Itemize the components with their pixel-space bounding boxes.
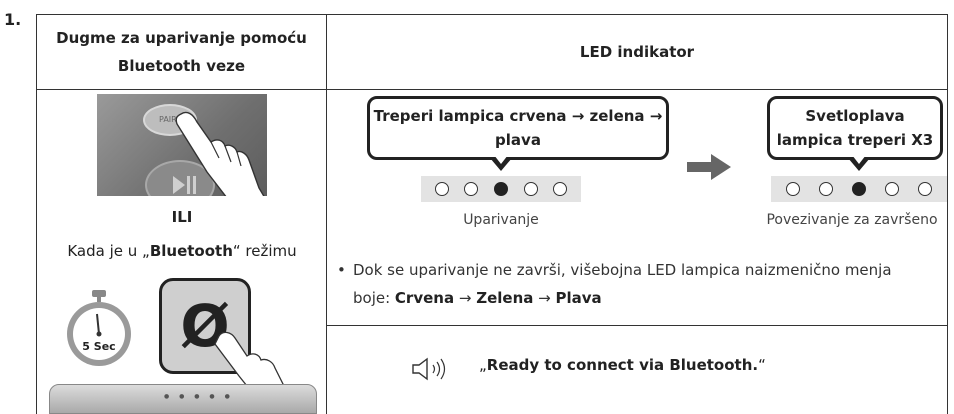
step-number: 1. — [4, 10, 22, 29]
voice-guide-text: „Ready to connect via Bluetooth.“ — [479, 356, 766, 374]
soundbar-image: ● ● ● ● ● — [49, 384, 317, 414]
callout-pairing-tail — [490, 155, 512, 171]
voice-guide-panel: „Ready to connect via Bluetooth.“ — [326, 326, 948, 414]
color-green: Zelena — [476, 289, 534, 307]
bluetooth-mode-text: Kada je u „Bluetooth“ režimu — [67, 242, 297, 260]
header-pair-button: Dugme za uparivanje pomoću Bluetooth vez… — [36, 14, 326, 90]
caption-connected: Povezivanje za završeno — [766, 212, 938, 228]
timer-label: 5 Sec — [82, 340, 115, 353]
callout-connected: Svetloplava lampica treperi X3 — [767, 96, 943, 160]
led-2 — [464, 182, 479, 196]
led-3-active — [493, 182, 508, 196]
led-1 — [786, 182, 801, 196]
or-label: ILI — [171, 208, 193, 226]
pair-button-photo: PAIR — [97, 94, 267, 196]
hand-pointer-icon — [175, 111, 265, 196]
callout-connected-tail — [848, 155, 870, 171]
led-2 — [819, 182, 834, 196]
led-1 — [434, 182, 449, 196]
play-pause-button — [145, 160, 215, 196]
led-4 — [523, 182, 538, 196]
color-red: Crvena — [394, 289, 455, 307]
color-blue: Plava — [555, 289, 602, 307]
speaker-icon — [412, 357, 446, 381]
soundbar-buttons: ● ● ● ● ● — [164, 393, 234, 400]
arrow-right-icon — [687, 154, 731, 180]
hand-press-icon — [214, 331, 290, 396]
bluetooth-mode-name: Bluetooth — [149, 242, 233, 260]
callout-pairing: Treperi lampica crvena → zelena → plava — [367, 96, 669, 160]
left-column: PAIR ILI Kada je u „Bluetooth“ režimu — [36, 90, 326, 414]
led-5 — [553, 182, 568, 196]
led-3-active — [851, 182, 866, 196]
caption-pairing: Uparivanje — [463, 212, 539, 228]
pairing-note: • Dok se uparivanje ne završi, višebojna… — [337, 256, 933, 312]
led-states-panel: Treperi lampica crvena → zelena → plava … — [326, 90, 948, 326]
led-4 — [884, 182, 899, 196]
play-pause-icon — [173, 176, 196, 194]
instruction-table: Dugme za uparivanje pomoću Bluetooth vez… — [36, 14, 948, 414]
led-bar-pairing — [421, 176, 581, 202]
pair-label: PAIR — [159, 115, 177, 124]
bullet: • — [337, 261, 346, 279]
led-bar-connected — [771, 176, 947, 202]
led-5 — [917, 182, 932, 196]
header-led-indicator: LED indikator — [326, 14, 948, 90]
stopwatch-icon: 5 Sec — [67, 290, 131, 366]
